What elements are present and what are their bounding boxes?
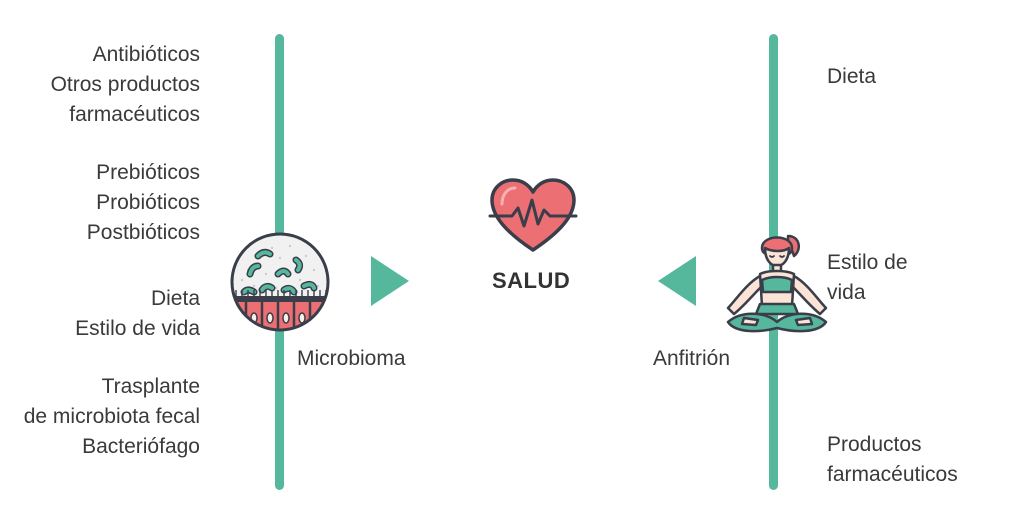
right-factor-group-3: Productos farmacéuticos bbox=[827, 430, 958, 490]
left-factor-item: Antibióticos bbox=[92, 43, 200, 66]
left-factor-item: Probióticos bbox=[96, 191, 200, 214]
left-factor-item: Trasplante bbox=[101, 375, 200, 398]
right-factor-group-1: Dieta bbox=[827, 62, 876, 92]
right-factor-item: Estilo de bbox=[827, 251, 908, 274]
left-factor-item: Dieta bbox=[150, 287, 200, 310]
left-factor-item: Prebióticos bbox=[96, 161, 200, 184]
left-factor-item: farmacéuticos bbox=[69, 103, 200, 126]
health-label: SALUD bbox=[492, 268, 571, 293]
left-factor-group-4: Trasplante de microbiota fecal Bacterióf… bbox=[24, 372, 200, 462]
left-factor-item: Estilo de vida bbox=[75, 317, 200, 340]
heartbeat-heart-icon bbox=[488, 178, 578, 252]
microbiome-icon bbox=[230, 232, 330, 332]
left-factor-group-2: Prebióticos Probióticos Postbióticos bbox=[87, 158, 200, 248]
left-factor-group-1: Antibióticos Otros productos farmacéutic… bbox=[51, 40, 200, 130]
right-factor-item: Dieta bbox=[827, 65, 877, 88]
microbiome-label: Microbioma bbox=[297, 347, 406, 370]
left-factor-group-3: Dieta Estilo de vida bbox=[75, 284, 200, 344]
meditating-person-icon bbox=[726, 234, 828, 333]
left-factor-item: Otros productos bbox=[50, 73, 200, 96]
triangle-right-icon bbox=[371, 256, 409, 306]
left-factor-item: Postbióticos bbox=[86, 221, 200, 244]
right-factor-item: Productos bbox=[827, 433, 922, 456]
right-factor-item: farmacéuticos bbox=[827, 463, 958, 486]
left-factor-item: Bacteriófago bbox=[82, 435, 200, 458]
right-factor-group-2: Estilo de vida bbox=[827, 248, 908, 308]
triangle-left-icon bbox=[658, 256, 696, 306]
host-label: Anfitrión bbox=[653, 347, 731, 370]
left-factor-item: de microbiota fecal bbox=[23, 405, 200, 428]
right-factor-item: vida bbox=[827, 281, 866, 304]
